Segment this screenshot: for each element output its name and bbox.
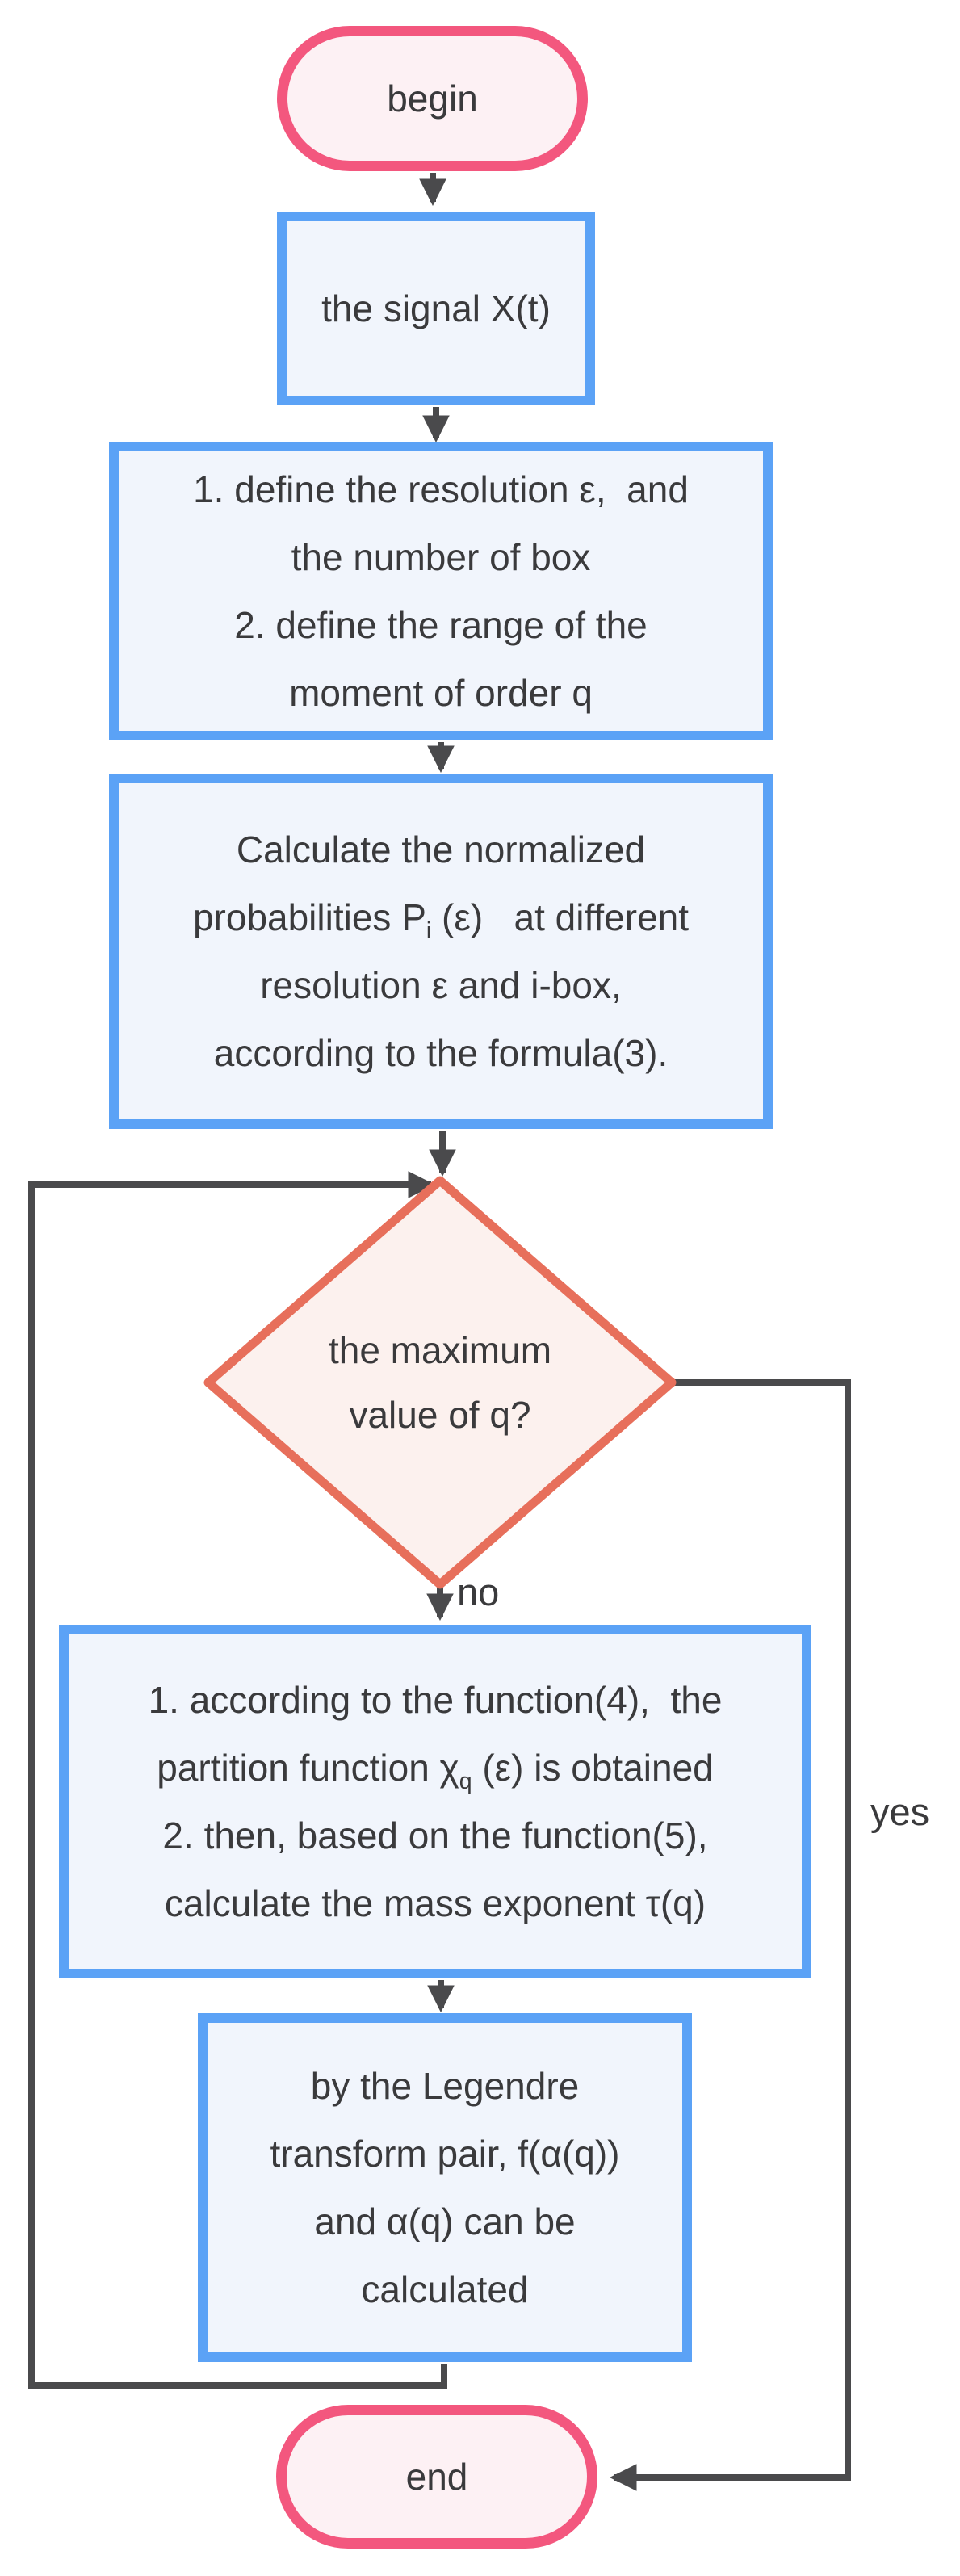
terminal-end-label: end <box>405 2456 468 2498</box>
text-line: moment of order q <box>289 672 593 714</box>
terminal-begin: begin <box>277 26 588 171</box>
text-line: calculated <box>361 2268 529 2310</box>
decision-diamond-shape <box>203 1176 677 1589</box>
text-line: transform pair, f(α(q)) <box>270 2133 620 2175</box>
process-partition-function: 1. according to the function(4), the part… <box>59 1625 811 1978</box>
edge-label-no: no <box>457 1571 500 1613</box>
text-line: resolution ε and i-box, <box>260 964 622 1006</box>
process-legendre-transform: by the Legendre transform pair, f(α(q)) an… <box>198 2013 692 2362</box>
terminal-begin-label: begin <box>387 78 478 120</box>
process-normalized-probabilities: Calculate the normalized probabilities Pi… <box>109 774 773 1129</box>
text-line: value of q? <box>349 1394 531 1436</box>
text-line: Calculate the normalized <box>236 829 646 871</box>
text-line: 1. according to the function(4), the <box>148 1679 723 1721</box>
process-define-resolution: 1. define the resolution ε, and the numbe… <box>109 442 773 740</box>
text-line: the signal X(t) <box>321 287 551 329</box>
edge-label-yes: yes <box>870 1790 930 1833</box>
text-line: probabilities Pi (ε) at different <box>192 896 690 945</box>
text-line: 1. define the resolution ε, and <box>193 468 689 510</box>
terminal-end: end <box>276 2405 597 2549</box>
text-line: calculate the mass exponent τ(q) <box>164 1882 706 1924</box>
text-line: by the Legendre <box>310 2065 580 2107</box>
process-signal: the signal X(t) <box>277 212 595 405</box>
text-line: 2. then, based on the function(5), <box>162 1815 708 1856</box>
edge-loopback-legendre-to-decision <box>28 1171 447 2389</box>
text-line: 2. define the range of the <box>234 604 648 646</box>
edge-decision-yes-to-end <box>609 1379 851 2491</box>
decision-maximum-q-label: the maximum value of q? <box>258 1286 622 1479</box>
text-line: the number of box <box>291 536 591 578</box>
text-line: partition function χq (ε) is obtained <box>157 1747 714 1795</box>
text-line: the maximum <box>328 1329 552 1371</box>
text-line: according to the formula(3). <box>213 1032 669 1074</box>
text-line: and α(q) can be <box>314 2201 576 2242</box>
